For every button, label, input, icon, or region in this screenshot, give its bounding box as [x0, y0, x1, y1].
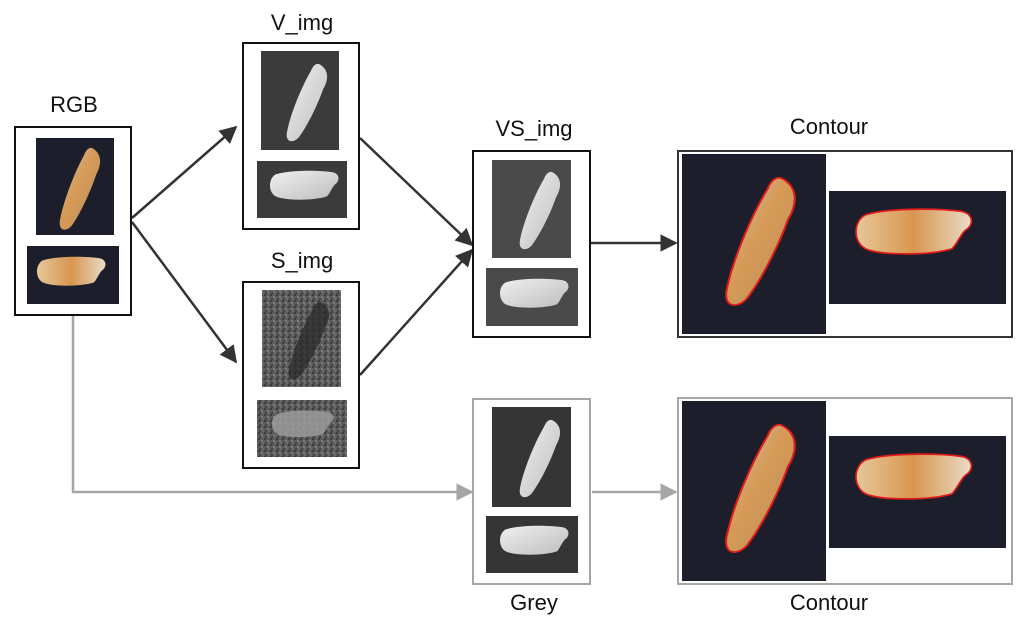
label-rgb: RGB: [50, 92, 98, 117]
arrow-s-to-vs: [359, 248, 474, 376]
grey-vertical-grain-image: [492, 407, 571, 507]
contour-top-horizontal-grain-image: [829, 191, 1006, 304]
rgb-horizontal-grain-image: [27, 246, 119, 304]
arrow-v-to-vs: [359, 137, 474, 247]
contour-top-box: [677, 150, 1013, 338]
s-img-horizontal-grain-image: [257, 400, 347, 457]
label-grey: Grey: [510, 590, 558, 615]
s-img-vertical-grain-image: [262, 290, 341, 387]
contour-top-vertical-grain-image: [682, 154, 826, 334]
arrow-rgb-to-v: [131, 125, 238, 219]
label-contour-top: Contour: [789, 114, 869, 139]
v-img-vertical-grain-image: [261, 51, 339, 150]
vs-img-vertical-grain-image: [492, 160, 571, 258]
v-img-box: [242, 42, 360, 230]
label-s-img: S_img: [270, 248, 334, 273]
rgb-box: [14, 126, 132, 316]
label-contour-bottom: Contour: [789, 590, 869, 615]
contour-bottom-box: [677, 397, 1013, 585]
grey-box: [472, 398, 591, 585]
arrow-rgb-to-grey: [71, 316, 474, 501]
s-img-box: [242, 281, 360, 469]
rgb-vertical-grain-image: [36, 138, 114, 235]
label-v-img: V_img: [270, 10, 334, 35]
vs-img-box: [472, 150, 591, 338]
grey-horizontal-grain-image: [486, 516, 578, 573]
arrow-rgb-to-s: [130, 221, 238, 364]
contour-bottom-vertical-grain-image: [682, 401, 826, 581]
v-img-horizontal-grain-image: [257, 161, 347, 218]
contour-bottom-horizontal-grain-image: [829, 436, 1006, 548]
vs-img-horizontal-grain-image: [486, 268, 578, 326]
label-vs-img: VS_img: [495, 116, 573, 141]
